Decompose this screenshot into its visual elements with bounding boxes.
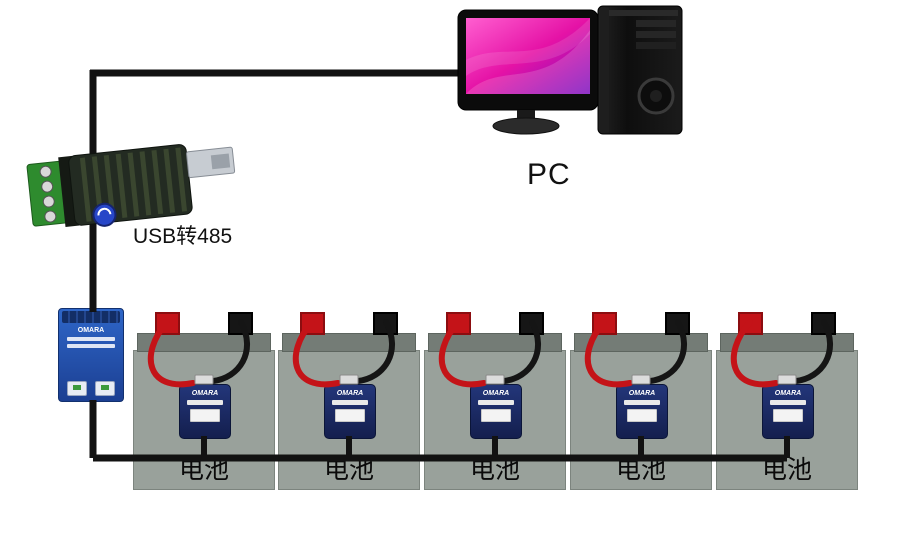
pc-monitor <box>457 9 599 135</box>
battery-lid <box>137 333 271 352</box>
cable-black <box>793 319 833 384</box>
sensor-brand-label: OMARA <box>628 390 656 397</box>
cable-black <box>501 319 541 384</box>
battery-lid <box>282 333 416 352</box>
wire-sensor-stubs <box>201 436 790 458</box>
module-port <box>67 381 87 396</box>
sensor-sticker <box>627 409 657 422</box>
cable-red <box>147 319 196 388</box>
module-port <box>95 381 115 396</box>
usb-rs485-adapter <box>26 144 236 227</box>
module-text-line <box>67 337 115 341</box>
sensor-brand-label: OMARA <box>336 390 364 397</box>
module-brand-label: OMARA <box>77 327 105 334</box>
cable-red <box>438 319 487 388</box>
pc-tower <box>597 5 683 135</box>
module-terminal-strip <box>62 311 120 323</box>
adapter-logo <box>92 202 117 227</box>
sensor-connector-tabs <box>194 374 797 385</box>
cable-red <box>730 319 779 388</box>
cable-black <box>210 319 250 384</box>
pc-label: PC <box>527 158 571 191</box>
sensor-model-line <box>332 400 368 405</box>
sensor-sticker <box>481 409 511 422</box>
battery-lid <box>428 333 562 352</box>
battery-lid <box>574 333 708 352</box>
rs485-module: OMARA <box>58 308 124 402</box>
sensor-sticker <box>773 409 803 422</box>
sensor-model-line <box>770 400 806 405</box>
battery-sensor: OMARA <box>762 384 814 439</box>
cable-black <box>647 319 687 384</box>
module-text-line <box>67 344 115 348</box>
sensor-model-line <box>187 400 223 405</box>
sensor-brand-label: OMARA <box>774 390 802 397</box>
battery-block: OMARA 电池 <box>133 312 275 490</box>
sensor-model-line <box>624 400 660 405</box>
sensor-cables <box>147 319 833 388</box>
sensor-model-line <box>478 400 514 405</box>
cable-red <box>584 319 633 388</box>
module-ports <box>67 381 115 396</box>
sensor-brand-label: OMARA <box>482 390 510 397</box>
cable-black <box>355 319 395 384</box>
battery-sensor: OMARA <box>616 384 668 439</box>
cable-red <box>292 319 341 388</box>
sensor-brand-label: OMARA <box>191 390 219 397</box>
battery-lid <box>720 333 854 352</box>
sensor-sticker <box>335 409 365 422</box>
battery-sensor: OMARA <box>470 384 522 439</box>
sensor-sticker <box>190 409 220 422</box>
usb-adapter-label: USB转485 <box>133 225 233 248</box>
